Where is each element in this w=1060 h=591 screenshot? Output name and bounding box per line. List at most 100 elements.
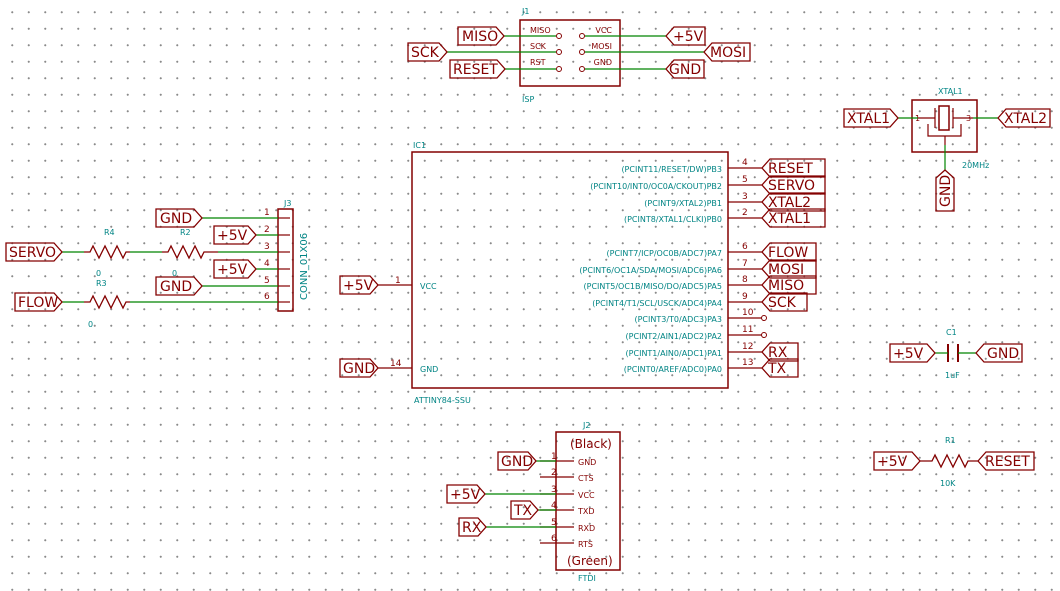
label-miso-j1[interactable]: MISO bbox=[457, 26, 505, 46]
ic1-pin-number: 11 bbox=[742, 325, 753, 335]
crystal-xtal1[interactable]: XTAL1 1 3 20MHz bbox=[911, 87, 989, 170]
label-5v-j3-2[interactable]: +5V bbox=[213, 225, 257, 245]
svg-text:+5V: +5V bbox=[450, 487, 481, 503]
label-5v-r1[interactable]: +5V bbox=[873, 451, 921, 471]
ic1-net-label: RESET bbox=[768, 161, 813, 177]
j1-pin-miso: MISO bbox=[530, 26, 551, 35]
label-flow-j3[interactable]: FLOW bbox=[14, 292, 63, 312]
j3-pin-number: 6 bbox=[264, 292, 270, 302]
capacitor-c1[interactable]: C1 1uF bbox=[945, 328, 960, 380]
ic1-pin-number: 7 bbox=[742, 259, 748, 269]
label-gnd-xtal[interactable]: GND bbox=[935, 169, 955, 212]
r1-reference: R1 bbox=[945, 436, 956, 445]
label-xtal1[interactable]: XTAL1 bbox=[843, 108, 899, 128]
svg-text:+5V: +5V bbox=[877, 454, 908, 470]
j2-bottom-text: (Green) bbox=[567, 554, 613, 568]
label-5v-j2[interactable]: +5V bbox=[446, 484, 486, 504]
ic1-pin-name: (PCINT11/RESET/DW)PB3 bbox=[621, 165, 722, 174]
j3-pin-number: 5 bbox=[264, 276, 270, 286]
j2-pin-name: GND bbox=[578, 458, 596, 467]
j2-pin-number: 5 bbox=[551, 518, 557, 528]
j2-pin-number: 4 bbox=[551, 501, 557, 511]
ic1-pin-name: (PCINT9/XTAL2)PB1 bbox=[644, 199, 722, 208]
svg-text:GND: GND bbox=[501, 454, 533, 470]
no-connect-marker bbox=[761, 332, 767, 338]
xtal1-value: 20MHz bbox=[962, 161, 989, 170]
label-servo-j3[interactable]: SERVO bbox=[5, 242, 63, 262]
label-xtal2-ic1[interactable]: XTAL2 bbox=[761, 192, 826, 212]
ic1-pin-number: 10 bbox=[742, 308, 754, 318]
j2-pin-number: 3 bbox=[551, 485, 557, 495]
j2-pin-name: VCC bbox=[578, 491, 595, 500]
label-gnd-j2[interactable]: GND bbox=[497, 451, 537, 471]
resistor-r4[interactable]: R4 0 bbox=[84, 228, 130, 278]
label-xtal1-ic1[interactable]: XTAL1 bbox=[761, 208, 826, 228]
j2-pin-number: 1 bbox=[551, 452, 557, 462]
svg-text:+5V: +5V bbox=[893, 346, 924, 362]
connector-j2[interactable]: J2 (Black) (Green) FTDI 1GND2CTS3VCC4TXD… bbox=[540, 421, 621, 583]
svg-text:GND: GND bbox=[938, 175, 954, 207]
r4-value: 0 bbox=[96, 269, 101, 278]
ic1-net-label: XTAL1 bbox=[768, 211, 811, 227]
ic1-pin-number: 8 bbox=[742, 275, 748, 285]
svg-text:GND: GND bbox=[343, 361, 375, 377]
ic1-attiny84[interactable]: IC1 ATTINY84-SSU VCC GND 1 14 (PCINT11/R… bbox=[378, 141, 826, 405]
r3-reference: R3 bbox=[96, 279, 107, 288]
svg-text:GND: GND bbox=[160, 211, 192, 227]
svg-text:XTAL2: XTAL2 bbox=[1004, 111, 1047, 127]
label-mosi-j1[interactable]: MOSI bbox=[703, 42, 751, 62]
j1-reference: J1 bbox=[521, 7, 529, 16]
svg-text:+5V: +5V bbox=[217, 228, 248, 244]
label-tx-j2[interactable]: TX bbox=[510, 500, 539, 520]
svg-text:+5V: +5V bbox=[673, 29, 704, 45]
ic1-pin-number: 2 bbox=[742, 208, 748, 218]
resistor-r3[interactable]: R3 0 bbox=[84, 279, 130, 329]
svg-text:GND: GND bbox=[669, 62, 701, 78]
j2-reference: J2 bbox=[582, 421, 590, 430]
j2-pin-name: CTS bbox=[578, 474, 594, 483]
svg-text:SERVO: SERVO bbox=[9, 245, 56, 261]
ic1-pin-name: (PCINT5/OC1B/MISO/DO/ADC5)PA5 bbox=[584, 282, 723, 291]
r3-value: 0 bbox=[88, 320, 93, 329]
ic1-pin-name: (PCINT3/T0/ADC3)PA3 bbox=[634, 315, 722, 324]
label-miso-ic1[interactable]: MISO bbox=[761, 275, 817, 295]
ic1-pin-name: (PCINT4/T1/SCL/USCK/ADC4)PA4 bbox=[592, 299, 722, 308]
label-flow-ic1[interactable]: FLOW bbox=[761, 242, 817, 262]
label-mosi-ic1[interactable]: MOSI bbox=[761, 259, 817, 279]
label-gnd-ic1[interactable]: GND bbox=[339, 358, 379, 378]
label-reset-r1[interactable]: RESET bbox=[977, 451, 1035, 471]
label-reset-j1[interactable]: RESET bbox=[449, 59, 506, 79]
label-sck-ic1[interactable]: SCK bbox=[761, 292, 808, 312]
label-sck-j1[interactable]: SCK bbox=[407, 42, 448, 62]
label-vcc-j1[interactable]: +5V bbox=[665, 26, 706, 46]
label-vcc-ic1[interactable]: +5V bbox=[339, 275, 379, 295]
ic1-reference: IC1 bbox=[413, 141, 426, 150]
label-gnd-c1[interactable]: GND bbox=[975, 343, 1023, 363]
resistor-r2[interactable]: R2 0 bbox=[162, 228, 218, 278]
label-gnd-j1[interactable]: GND bbox=[665, 59, 705, 79]
label-5v-j3-4[interactable]: +5V bbox=[213, 259, 257, 279]
resistor-r1[interactable]: R1 10K bbox=[920, 436, 978, 488]
label-rx-j2[interactable]: RX bbox=[458, 517, 487, 537]
label-gnd-j3-5[interactable]: GND bbox=[155, 276, 203, 296]
label-rx-ic1[interactable]: RX bbox=[761, 342, 799, 362]
label-5v-c1[interactable]: +5V bbox=[889, 343, 936, 363]
j3-pin-number: 3 bbox=[264, 242, 270, 252]
j2-value: FTDI bbox=[578, 574, 596, 583]
xtal1-reference: XTAL1 bbox=[938, 87, 963, 96]
label-gnd-j3-1[interactable]: GND bbox=[155, 208, 203, 228]
label-reset-ic1[interactable]: RESET bbox=[761, 158, 826, 178]
ic1-pin-number: 13 bbox=[742, 358, 753, 368]
j2-top-text: (Black) bbox=[570, 437, 612, 451]
svg-text:RESET: RESET bbox=[453, 62, 498, 78]
label-tx-ic1[interactable]: TX bbox=[761, 358, 799, 378]
ic1-pin-gnd-name: GND bbox=[420, 365, 438, 374]
label-servo-ic1[interactable]: SERVO bbox=[761, 175, 826, 195]
connector-j1[interactable]: J1 MISO SCK RST VCC MOSI GND ISP bbox=[519, 7, 621, 104]
ic1-pin-number: 3 bbox=[742, 192, 748, 202]
svg-text:RESET: RESET bbox=[985, 454, 1030, 470]
label-xtal2[interactable]: XTAL2 bbox=[997, 108, 1051, 128]
